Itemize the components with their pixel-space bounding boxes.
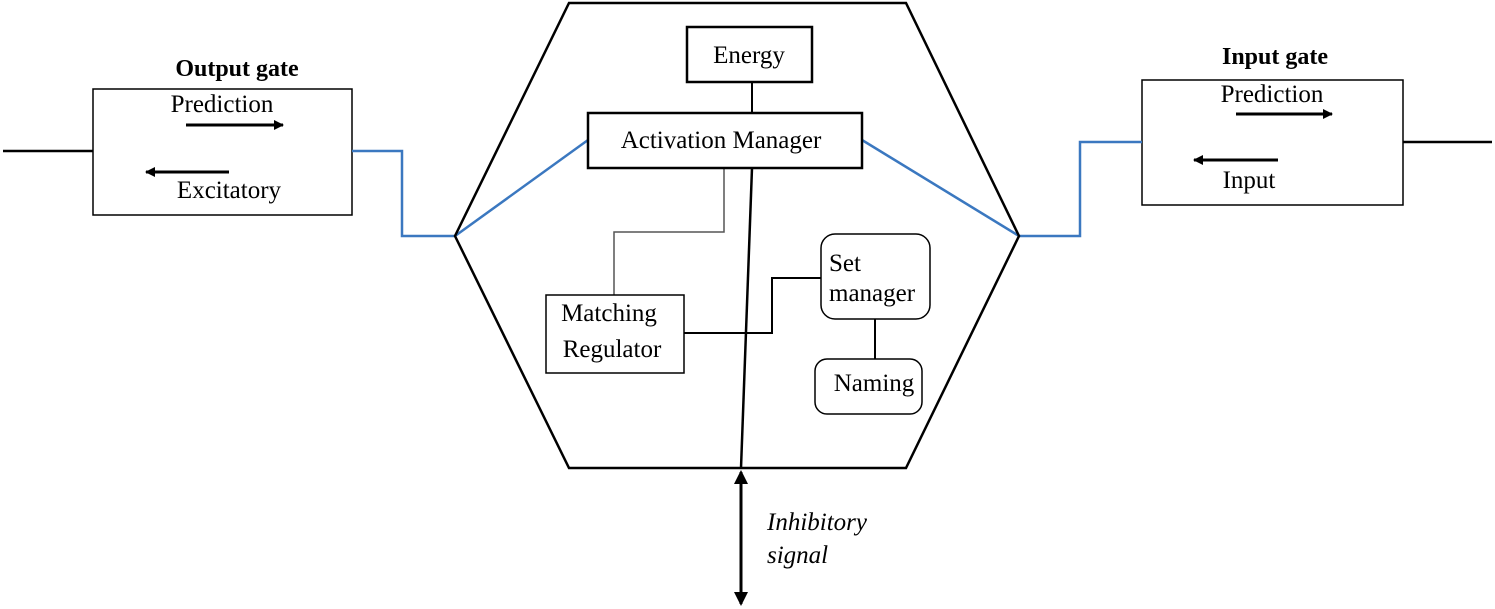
input-gate-box: [1141, 79, 1404, 206]
inhibitory-signal-line: [739, 167, 754, 469]
right-blue-connector: [861, 138, 1142, 238]
naming-label: Naming: [834, 370, 915, 397]
activation-to-matching-line: [613, 168, 725, 295]
set-manager-label-line1: Set: [829, 250, 861, 277]
set-manager-rect: [820, 233, 931, 320]
energy-label: Energy: [713, 42, 785, 69]
output-gate-box: [92, 88, 353, 216]
inhibitory-signal-label-line2: signal: [767, 542, 828, 569]
activation-manager-label: Activation Manager: [621, 127, 822, 154]
matching-to-set-manager-line: [684, 277, 821, 334]
inhibitory-signal-label-line1: Inhibitory: [766, 509, 868, 536]
energy-rect: [685, 25, 814, 84]
output-gate-title: Output gate: [175, 56, 299, 82]
output-prediction-label: Prediction: [171, 91, 274, 118]
input-prediction-label: Prediction: [1221, 81, 1324, 108]
output-gate: Output gate Prediction Excitatory: [3, 56, 353, 216]
input-gate-title: Input gate: [1222, 44, 1328, 70]
input-input-label: Input: [1223, 167, 1276, 194]
naming-rect: [814, 358, 923, 415]
neuron-hexagon: [453, 1, 1021, 470]
set-manager-label-line2: manager: [829, 280, 916, 307]
matching-regulator-label-line2: Regulator: [563, 336, 662, 363]
energy-box: Energy: [685, 25, 814, 84]
left-blue-connector: [352, 138, 589, 238]
naming-box: Naming: [814, 358, 923, 415]
matching-regulator-label-line1: Matching: [561, 300, 657, 327]
output-excitatory-label: Excitatory: [177, 177, 282, 204]
matching-regulator-box: Matching Regulator: [545, 294, 685, 374]
matching-regulator-rect: [545, 294, 685, 374]
input-gate: Input gate Prediction Input: [1141, 44, 1492, 206]
activation-manager-rect: [586, 111, 864, 170]
set-manager-box: Set manager: [820, 233, 931, 320]
activation-manager-box: Activation Manager: [586, 111, 864, 170]
